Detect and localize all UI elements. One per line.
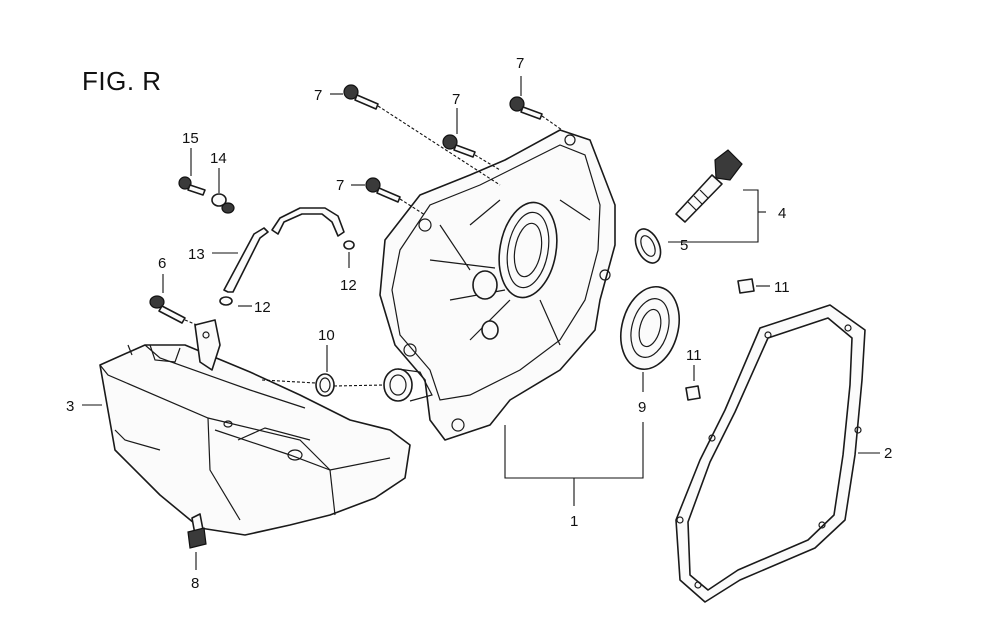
part-7-bolt-c	[509, 96, 543, 120]
callout-12-a: 12	[254, 299, 271, 316]
callout-4: 4	[778, 205, 786, 222]
callout-12-b: 12	[340, 277, 357, 294]
part-10-o-ring	[315, 373, 335, 397]
part-9-bearing	[620, 285, 680, 371]
callout-3: 3	[66, 398, 74, 415]
part-11-dowel-pin-a	[737, 278, 755, 294]
part-5-oil-seal	[634, 228, 662, 264]
callout-10: 10	[318, 327, 335, 344]
part-4-oil-dipstick	[675, 149, 743, 223]
callout-2: 2	[884, 445, 892, 462]
figure-title: FIG. R	[82, 66, 162, 96]
part-6-bolt	[149, 295, 186, 324]
part-8-drain-bolt	[187, 513, 207, 549]
callout-11-a: 11	[774, 279, 790, 296]
callout-7-d: 7	[336, 177, 344, 194]
part-12-clip-b	[343, 240, 355, 250]
callout-14: 14	[210, 150, 227, 167]
part-7-bolt-a	[343, 84, 379, 110]
callout-13: 13	[188, 246, 205, 263]
part-7-bolt-b	[442, 134, 476, 158]
part-2-gasket	[675, 304, 866, 603]
part-14-washer-bolt	[211, 193, 235, 214]
callout-9: 9	[638, 399, 646, 416]
callout-6: 6	[158, 255, 166, 272]
leader-lines	[82, 76, 880, 570]
callout-11-b: 11	[686, 347, 702, 364]
callout-7-b: 7	[452, 91, 460, 108]
part-3-sump-housing	[99, 344, 411, 536]
tank-bracket	[194, 319, 221, 371]
callout-7-a: 7	[314, 87, 322, 104]
part-7-bolt-d	[365, 177, 401, 203]
callout-8: 8	[191, 575, 199, 592]
callout-labels: 1 2 3 4 5 6 7 7 7 7 8 9 10 11 11 12 12 1…	[66, 55, 892, 592]
part-1-crankcase-cover	[379, 129, 616, 441]
callout-15: 15	[182, 130, 199, 147]
part-12-clip-a	[219, 296, 233, 306]
part-13-breather-hose	[223, 207, 345, 293]
callout-5: 5	[680, 237, 688, 254]
callout-1: 1	[570, 513, 578, 530]
part-11-dowel-pin-b	[685, 385, 701, 401]
callout-7-c: 7	[516, 55, 524, 72]
part-15-bolt	[178, 176, 206, 196]
